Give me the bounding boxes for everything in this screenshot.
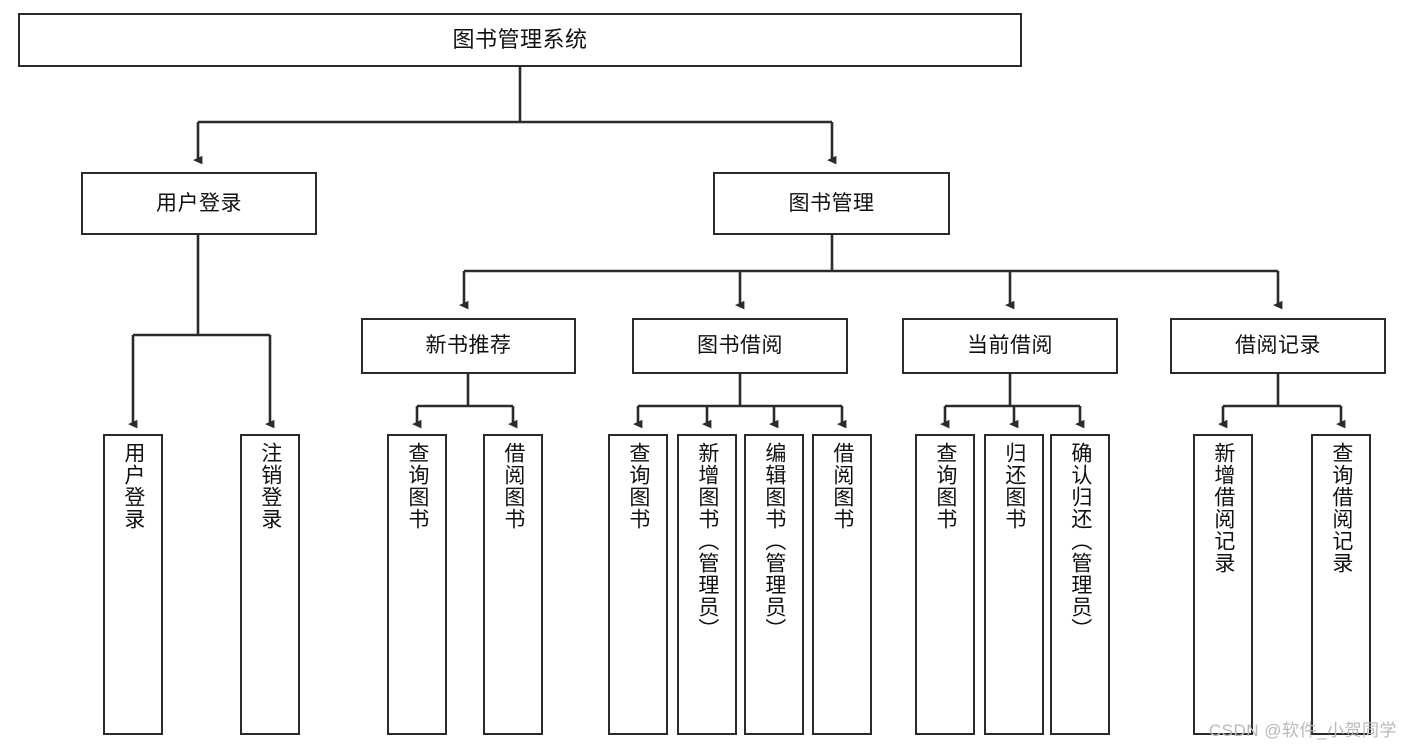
node-label: 图书管理系统 — [452, 26, 588, 52]
node-book-borrow[interactable]: 图书借阅 — [632, 318, 848, 374]
node-label: 借阅图书 — [501, 442, 525, 530]
node-leaf-edit-book[interactable]: 编辑图书（管理员） — [744, 434, 804, 735]
node-leaf-add-book[interactable]: 新增图书（管理员） — [677, 434, 737, 735]
node-book-management[interactable]: 图书管理 — [713, 172, 950, 235]
node-new-book-recommend[interactable]: 新书推荐 — [361, 318, 576, 374]
csdn-watermark: CSDN @软件_小贺同学 — [1208, 721, 1397, 740]
node-current-borrow[interactable]: 当前借阅 — [902, 318, 1118, 374]
node-label: 新增图书（管理员） — [695, 442, 719, 640]
node-label: 查询图书 — [405, 442, 429, 530]
node-leaf-user-login[interactable]: 用户登录 — [103, 434, 163, 735]
node-label: 新增借阅记录 — [1211, 442, 1235, 574]
node-user-login[interactable]: 用户登录 — [81, 172, 317, 235]
node-leaf-query-record[interactable]: 查询借阅记录 — [1311, 434, 1371, 735]
node-leaf-user-logout[interactable]: 注销登录 — [240, 434, 300, 735]
node-label: 新书推荐 — [425, 334, 512, 358]
node-label: 当前借阅 — [967, 334, 1053, 358]
node-label: 查询借阅记录 — [1329, 442, 1353, 574]
node-label: 归还图书 — [1002, 442, 1026, 530]
node-label: 借阅记录 — [1235, 334, 1321, 358]
node-leaf-borrow-book-1[interactable]: 借阅图书 — [483, 434, 543, 735]
node-label: 编辑图书（管理员） — [762, 442, 786, 640]
node-leaf-borrow-book-2[interactable]: 借阅图书 — [812, 434, 872, 735]
node-label: 图书借阅 — [697, 334, 783, 358]
node-label: 查询图书 — [626, 442, 650, 530]
node-label: 用户登录 — [156, 191, 242, 215]
node-leaf-return-book[interactable]: 归还图书 — [984, 434, 1044, 735]
node-leaf-query-book-1[interactable]: 查询图书 — [387, 434, 447, 735]
node-leaf-confirm-return[interactable]: 确认归还（管理员） — [1050, 434, 1110, 735]
node-label: 确认归还（管理员） — [1068, 442, 1092, 640]
node-root-book-management-system[interactable]: 图书管理系统 — [18, 13, 1022, 67]
node-label: 图书管理 — [788, 191, 875, 215]
node-label: 注销登录 — [258, 442, 282, 530]
node-label: 借阅图书 — [830, 442, 854, 530]
node-leaf-query-book-2[interactable]: 查询图书 — [608, 434, 668, 735]
node-borrow-record[interactable]: 借阅记录 — [1170, 318, 1386, 374]
node-leaf-query-book-3[interactable]: 查询图书 — [915, 434, 975, 735]
node-label: 用户登录 — [121, 442, 145, 530]
node-label: 查询图书 — [933, 442, 957, 530]
node-leaf-add-record[interactable]: 新增借阅记录 — [1193, 434, 1253, 735]
